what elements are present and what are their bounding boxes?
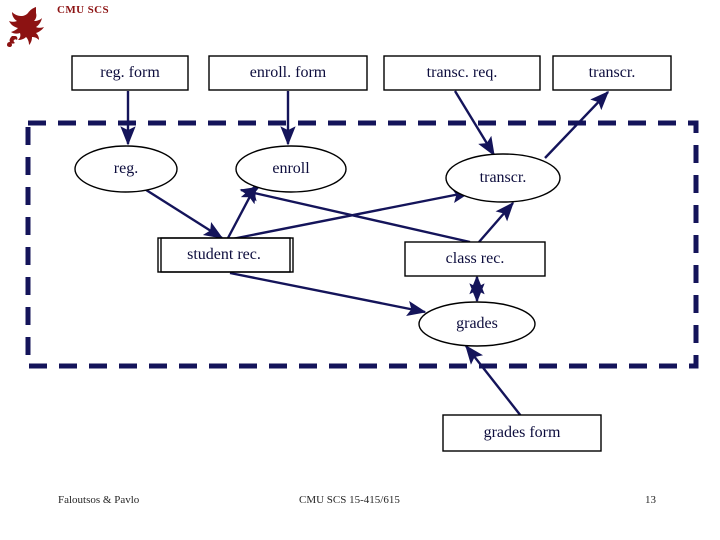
node-label-reg: reg. — [113, 160, 139, 177]
footer-course: CMU SCS 15-415/615 — [299, 494, 400, 506]
slide-footer: Faloutsos & Pavlo CMU SCS 15-415/615 13 — [0, 494, 720, 514]
cmu-scs-dragon-logo-icon — [6, 4, 54, 48]
database-boundary — [25, 120, 699, 369]
edge-studentrec-to-transcr — [231, 187, 472, 241]
node-label-enroll-form: enroll. form — [249, 64, 327, 81]
node-class-rec[interactable] — [404, 241, 546, 277]
edge-transcr-to-transcrbox — [544, 90, 609, 159]
edge-classrec-to-enroll — [239, 186, 471, 244]
edge-reg-to-studentrec — [142, 186, 224, 240]
node-label-grades-form: grades form — [483, 424, 561, 441]
node-reg[interactable] — [74, 145, 178, 193]
node-label-enroll: enroll — [272, 160, 310, 177]
edge-classrec-to-transcr — [478, 201, 514, 243]
node-transc-req[interactable] — [383, 55, 541, 91]
footer-page-number: 13 — [645, 494, 656, 506]
node-label-reg-form: reg. form — [100, 64, 160, 81]
node-label-class-rec: class rec. — [445, 250, 505, 267]
node-transcr-form[interactable] — [552, 55, 672, 91]
node-reg-form[interactable] — [71, 55, 189, 91]
edge-studentrec-to-grades — [229, 271, 427, 317]
node-transcr[interactable] — [445, 153, 561, 203]
header-title: CMU SCS — [57, 4, 109, 16]
footer-authors: Faloutsos & Pavlo — [58, 494, 140, 506]
edge-transcreq-to-transcr — [453, 90, 496, 157]
node-label-transc-req: transc. req. — [426, 64, 498, 81]
node-label-student-rec: student rec. — [187, 246, 261, 263]
node-enroll[interactable] — [235, 145, 347, 193]
edge-gradesform-to-grades — [465, 344, 522, 417]
node-grades[interactable] — [418, 301, 536, 347]
node-label-grades: grades — [456, 315, 498, 332]
node-label-transcr-form: transcr. — [588, 64, 636, 81]
node-student-rec-shadow — [160, 237, 294, 273]
node-grades-form[interactable] — [442, 414, 602, 452]
node-label-transcr: transcr. — [479, 169, 527, 186]
node-enroll-form[interactable] — [208, 55, 368, 91]
